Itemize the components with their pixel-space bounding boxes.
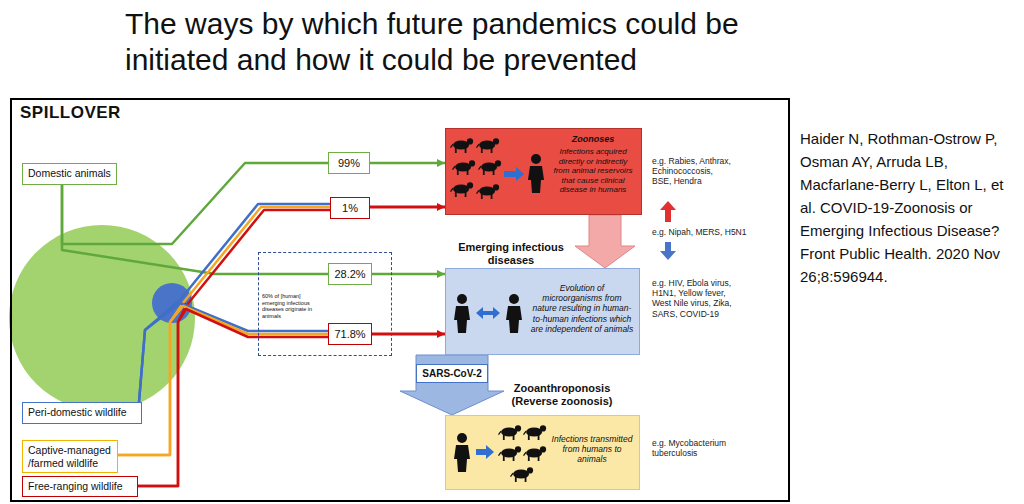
connector <box>139 303 328 402</box>
reverse-zoonosis-icon <box>446 416 550 491</box>
box-heading: Zooanthroponosis (Reverse zoonosis) <box>506 382 618 407</box>
percent-value: 99% <box>329 153 369 173</box>
spillover-frame: SPILLOVER Domestic animals 99% 1% ZoonosesI… <box>10 98 790 502</box>
red-up-arrow <box>660 201 676 210</box>
box-label: Domestic animals <box>23 164 116 183</box>
blue-down-arrow <box>660 251 676 260</box>
box-label: Free-ranging wildlife <box>23 477 137 496</box>
box-body: Evolution of microorganisms from nature … <box>530 283 634 334</box>
person-to-person-icon <box>446 269 530 356</box>
example-list: e.g. Nipah, MERS, H5N1 <box>652 227 756 237</box>
percent-value: 1% <box>331 198 369 218</box>
red-up-arrow <box>660 201 676 222</box>
percent-value: 28.2% <box>329 264 371 284</box>
example-list: e.g. Rabies, Anthrax, Echinococcosis, BS… <box>652 156 732 187</box>
zoonosis-icon <box>476 138 499 153</box>
connector <box>118 207 330 455</box>
connector <box>370 206 445 209</box>
slide-title: The ways by which future pandemics could… <box>125 6 825 78</box>
reverse-zoonosis-icon <box>476 445 494 459</box>
zoonosis-icon <box>478 160 501 175</box>
reverse-zoonosis-icon <box>523 446 546 461</box>
percent-box: 71.8% <box>328 323 372 345</box>
example-list: e.g. Mycobacterium tuberculosis <box>652 438 738 458</box>
zoonoses-box: ZoonosesInfections acquired directly or … <box>445 128 642 215</box>
person-to-person-icon <box>454 294 470 333</box>
connector <box>118 306 328 455</box>
edge-label: SARS-CoV-2 <box>416 364 487 383</box>
percent-box: 99% <box>328 152 370 174</box>
zoonosis-icon <box>528 154 544 193</box>
percent-box: 1% <box>330 197 370 219</box>
zoonosis-icon <box>450 138 473 153</box>
box-heading: Emerging infectious diseases <box>456 241 566 266</box>
blue-down-arrow <box>660 242 676 260</box>
connector <box>370 162 445 165</box>
emerging-box: Emerging infectious diseasesEvolution of… <box>445 268 640 355</box>
citation: Haider N, Rothman-Ostrow P, Osman AY, Ar… <box>800 127 1020 288</box>
frame-heading: SPILLOVER <box>12 100 788 126</box>
reverse-zoonosis-box: Zooanthroponosis (Reverse zoonosis)Infec… <box>445 415 640 490</box>
dashed-group: 60% of [human] emerging infectious disea… <box>258 252 392 356</box>
red-up-arrow <box>665 209 671 222</box>
box-heading: Zoonoses <box>550 134 636 144</box>
percent-box: 28.2% <box>328 263 372 285</box>
percent-value: 71.8% <box>329 324 371 344</box>
zoonosis-icon <box>446 129 550 216</box>
reverse-zoonosis-icon <box>498 446 521 461</box>
box-body: Infections acquired directly or indirect… <box>550 147 636 195</box>
animal-circle <box>9 225 195 411</box>
connector <box>372 333 445 336</box>
example-list: e.g. HIV, Ebola virus, H1N1, Yellow feve… <box>652 278 736 319</box>
box-label: Captive-managed /farmed wildlife <box>23 441 117 472</box>
connector <box>62 185 328 274</box>
block-arrow <box>575 215 635 268</box>
box-label: Peri-domestic wildlife <box>23 403 141 422</box>
zoonosis-icon <box>452 160 475 175</box>
reverse-zoonosis-icon <box>523 425 546 440</box>
zoonosis-icon <box>476 184 499 199</box>
connector <box>138 309 328 486</box>
blue-down-arrow <box>665 242 671 252</box>
reverse-zoonosis-icon <box>498 425 521 440</box>
source-box: Domestic animals <box>22 163 117 185</box>
source-box: Peri-domestic wildlife <box>22 402 142 424</box>
connector <box>372 273 445 276</box>
reverse-zoonosis-icon <box>510 467 533 482</box>
connector <box>139 204 330 402</box>
reverse-zoonosis-icon <box>454 433 470 472</box>
source-box: Free-ranging wildlife <box>22 476 138 497</box>
zoonosis-icon <box>504 167 524 181</box>
person-to-person-icon <box>506 294 522 333</box>
box-body: Infections transmitted from humans to an… <box>550 434 634 465</box>
zoonosis-icon <box>450 182 473 197</box>
group-note: 60% of [human] emerging infectious disea… <box>262 293 324 319</box>
block-arrow <box>400 355 504 415</box>
person-to-person-icon <box>476 307 500 319</box>
source-box: Captive-managed /farmed wildlife <box>22 440 118 473</box>
